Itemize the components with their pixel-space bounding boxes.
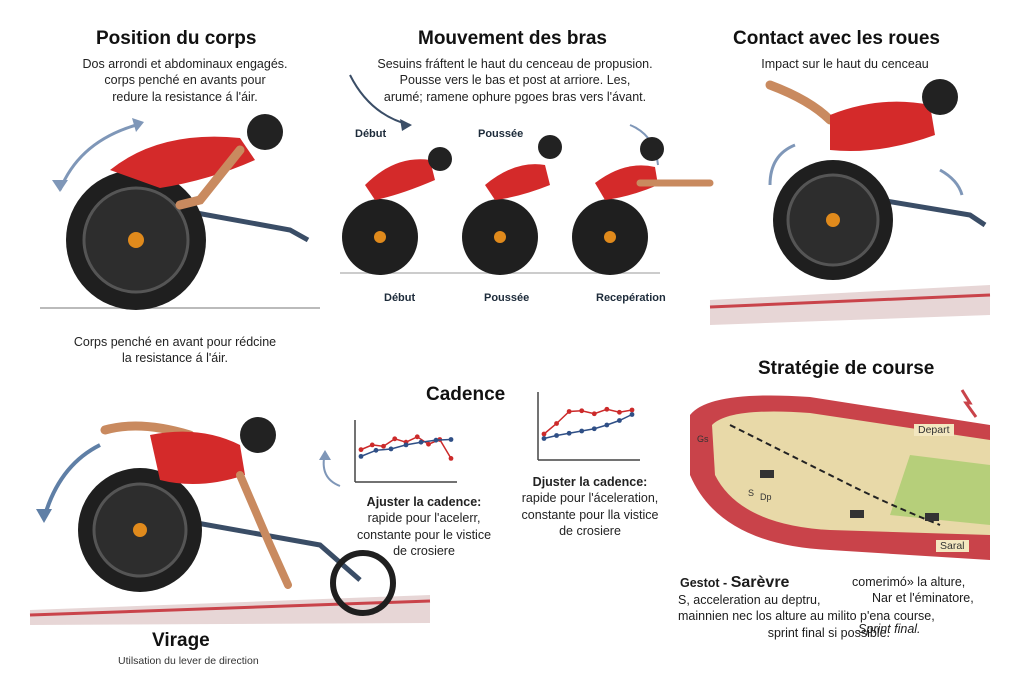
body-position-title: Position du corps <box>96 28 257 49</box>
arm-phases-illustration <box>340 74 714 275</box>
strategy-left-heading: Gestot - Sarèvre <box>680 574 790 591</box>
track-label-saral: Saral <box>936 540 969 552</box>
cadence-chart-1-series-1-point-9 <box>448 456 454 461</box>
cadence-title: Cadence <box>426 384 506 405</box>
cadence-chart-1-series-1-point-7 <box>426 441 431 447</box>
cadence-chart-2-series-2-point-4 <box>579 428 585 434</box>
cadence-chart-1-series-1-point-3 <box>381 443 386 449</box>
wheel-contact-description: Impact sur le haut du cenceau <box>761 57 929 71</box>
cadence-chart-2-series-2-point-5 <box>591 426 597 432</box>
cadence-chart-1-series-2-point-1 <box>358 453 364 459</box>
cadence-chart-2-series-1-point-2 <box>554 421 559 426</box>
turning-description: Utilsation du lever de direction <box>118 655 259 667</box>
cadence-chart-1-series-2-point-3 <box>388 446 394 452</box>
cadence-chart-2-series-1-point-6 <box>604 406 610 412</box>
cadence-chart-2-series-2-point-8 <box>629 412 635 417</box>
cadence-chart-1-series-2-point-4 <box>403 442 409 448</box>
cadence-chart-1-series-1-point-6 <box>414 434 420 440</box>
strategy-left-description: S, acceleration au deptru, mainnien nec … <box>678 593 935 640</box>
cadence-chart-2-series-1-point-7 <box>617 409 622 415</box>
phase-label-debut: Début <box>384 292 416 304</box>
turning-athlete-illustration <box>29 417 431 625</box>
arm-movement-title: Mouvement des bras <box>418 28 607 49</box>
cadence-chart-2-series-2-point-7 <box>617 418 622 423</box>
cadence-chart-2-series-1-point-8 <box>629 407 635 413</box>
track-label-depart: Depart <box>914 424 954 436</box>
cadence-right-description: Djuster la cadence: rapide pour l'áceler… <box>521 475 659 538</box>
cadence-chart-right <box>537 392 640 461</box>
cadence-chart-2-series-2-point-3 <box>566 430 572 436</box>
cadence-chart-left <box>354 420 457 483</box>
cadence-chart-2-series-2-point-1 <box>541 436 547 441</box>
phase-label-poussee: Poussée <box>484 292 530 304</box>
race-strategy-title: Stratégie de course <box>758 358 935 379</box>
cadence-chart-2-series-1-point-4 <box>579 408 585 414</box>
cadence-chart-2-series-2-point-2 <box>554 433 559 438</box>
cadence-chart-1-series-2-point-6 <box>433 437 439 443</box>
cadence-chart-2-series-1-point-1 <box>541 431 547 437</box>
phase-label-debut-top: Début <box>355 128 387 140</box>
wheel-contact-title: Contact avec les roues <box>733 28 940 49</box>
turning-title: Virage <box>152 630 210 651</box>
cadence-chart-2-series-1-point-3 <box>566 409 572 414</box>
phase-label-poussee-top: Poussée <box>478 128 524 140</box>
cadence-chart-1-series-1-point-4 <box>392 436 398 442</box>
body-position-description: Dos arrondi et abdominaux engagés. corps… <box>82 57 288 104</box>
track-label-dp: Dp <box>760 492 772 502</box>
strategy-right-description: comerimó» la alture, Nar et l'éminatore, <box>852 575 974 606</box>
cadence-chart-1-series-2-point-7 <box>448 437 454 442</box>
cadence-left-description: Ajuster la cadence: rapide pour l'aceler… <box>356 495 492 558</box>
cadence-chart-1-series-2-point-5 <box>418 439 424 445</box>
cadence-chart-1-series-1-point-1 <box>358 447 364 453</box>
cadence-arrow-icon <box>319 450 341 487</box>
body-position-athlete-illustration <box>40 114 320 310</box>
cadence-chart-1-series-1-point-2 <box>369 442 375 448</box>
arm-movement-description: Sesuins fráftent le haut du cenceau de p… <box>377 57 653 104</box>
cadence-chart-2-series-2-point-6 <box>604 422 610 428</box>
track-label-s: S <box>748 488 755 498</box>
cadence-chart-2-series-1-point-5 <box>591 411 597 417</box>
cadence-chart-1-series-2-point-2 <box>373 447 379 453</box>
wheel-contact-illustration <box>709 79 991 325</box>
body-position-callout: Corps penché en avant pour rédcine la re… <box>73 335 277 366</box>
track-label-gs: Gs <box>697 434 709 444</box>
phase-label-recuperation: Recepération <box>596 292 666 304</box>
strategy-right-sprint: Sprint final. <box>858 622 921 636</box>
race-track-illustration <box>690 389 990 560</box>
